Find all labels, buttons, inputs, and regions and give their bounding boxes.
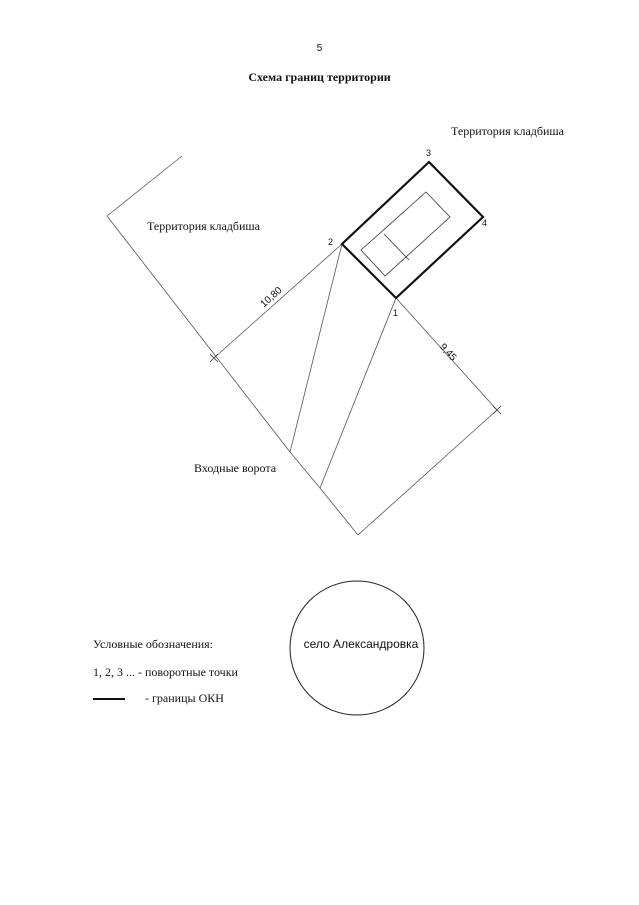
- gate-line: [289, 451, 321, 489]
- village-label: село Александровка: [303, 637, 419, 651]
- point-label-1: 1: [393, 308, 399, 318]
- legend-points-text: 1, 2, 3 ... - поворотные точки: [93, 665, 238, 679]
- territory-label-left: Территория кладбиша: [147, 219, 260, 233]
- building-outline: [360, 191, 451, 277]
- legend-title: Условные обозначения:: [93, 637, 214, 651]
- bottom-boundary-right: [357, 409, 498, 536]
- entrance-gate-label: Входные ворота: [194, 461, 277, 475]
- path-line-left: [289, 243, 343, 453]
- page-title: Схема границ территории: [248, 70, 391, 84]
- dimension-line-2: [395, 297, 498, 411]
- village-circle: [289, 580, 425, 716]
- point-label-3: 3: [426, 148, 432, 158]
- dimension-line-1: [213, 243, 343, 359]
- point-label-2: 2: [328, 237, 334, 247]
- tick-mark-1: [209, 353, 219, 363]
- okn-boundary: [340, 160, 485, 300]
- path-line-right: [319, 297, 397, 489]
- legend-boundary-text: - границы ОКН: [145, 691, 224, 705]
- point-label-4: 4: [482, 218, 488, 228]
- territory-boundary-left-upper: [106, 155, 183, 217]
- tick-mark-2: [492, 405, 502, 415]
- territory-boundary-left-lower: [106, 215, 291, 453]
- territory-label-top-right: Территория кладбиша: [451, 124, 564, 138]
- page-number: 5: [316, 43, 323, 54]
- bottom-boundary-left: [319, 487, 359, 536]
- building-divider: [383, 233, 410, 261]
